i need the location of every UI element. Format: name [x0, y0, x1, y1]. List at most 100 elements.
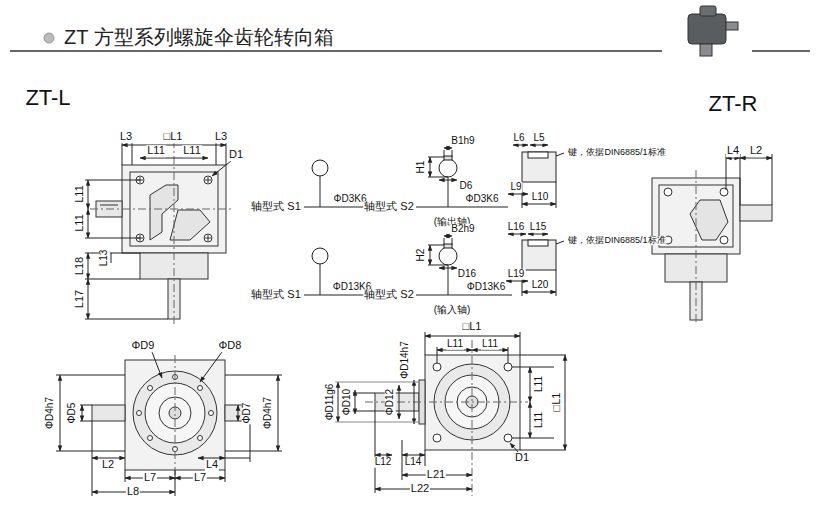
model-name: ZT-L	[24, 86, 71, 109]
dimension-label: D6	[459, 181, 474, 192]
dimension-label: L4	[726, 145, 740, 157]
gearbox-side-view-left-part-part	[140, 158, 208, 159]
page-title: ZT 方型系列螺旋伞齿轮转向箱	[64, 26, 334, 48]
gearbox-front-view-part-part	[82, 405, 83, 421]
dimension-label: ΦD4h7	[45, 396, 56, 430]
keyway-detail-part	[530, 145, 548, 146]
dimension-label: ΦD10	[342, 388, 353, 416]
product-photo-part	[726, 22, 738, 30]
gearbox-top-view-part	[335, 332, 566, 493]
dimension-label: ΦD11g6	[325, 383, 336, 422]
shaft-type-input-part	[439, 247, 457, 265]
shaft-type-output-part	[430, 157, 431, 177]
gearbox-top-view-part-part	[520, 355, 566, 356]
gearbox-side-view-left-part-part	[216, 140, 217, 165]
header-decoration-part	[10, 50, 662, 52]
dimension-label: 轴型式 S1	[250, 289, 302, 301]
dimension-label: 轴型式 S2	[363, 289, 415, 301]
gearbox-front-view-part-part	[209, 411, 214, 416]
shaft-type-input-part	[312, 248, 328, 264]
gearbox-side-view-right-part-part	[726, 158, 740, 159]
gearbox-front-view-part-part	[152, 352, 162, 378]
dimension-label: ΦD5	[67, 402, 78, 425]
gearbox-front-view-part-part	[175, 470, 176, 496]
gearbox-side-view-left-part-part	[88, 180, 89, 209]
keyway-detail-part	[528, 152, 548, 158]
product-photo	[688, 6, 738, 56]
dimension-label: L10	[531, 192, 550, 203]
gearbox-top-view-part-part	[425, 450, 426, 466]
dimension-label: L11	[534, 375, 545, 393]
shaft-type-output-part	[320, 176, 321, 207]
dimension-label: L11	[481, 339, 499, 350]
shaft-type-output-part	[439, 180, 457, 181]
shaft-type-output	[304, 148, 508, 207]
dimension-label: ΦD8	[218, 340, 243, 352]
shaft-type-output-part	[448, 177, 449, 207]
keyway-detail-part	[528, 240, 548, 246]
gearbox-front-view-part-part	[148, 386, 153, 391]
dimension-label: L19	[507, 269, 526, 280]
gearbox-top-view-part-part	[508, 347, 509, 363]
gearbox-side-view-left-part-part	[85, 279, 140, 280]
gearbox-side-view-right-part-part	[664, 188, 672, 196]
dimension-label: L22	[410, 483, 430, 495]
dimension-label: L3	[214, 131, 228, 143]
gearbox-top-view-part-part	[414, 380, 415, 424]
keyway-detail-part	[528, 234, 548, 235]
gearbox-side-view-left-part-part	[132, 140, 133, 165]
dimension-label: ΦD4h7	[263, 396, 274, 430]
shaft-type-output-part	[444, 148, 452, 149]
gearbox-side-view-right-part	[726, 154, 772, 205]
keyway-detail-part	[556, 270, 557, 296]
shaft-type-output-part	[312, 160, 328, 176]
gearbox-side-view-left-part-part	[88, 253, 89, 279]
gearbox-top-view-part-part	[520, 332, 521, 355]
gearbox-side-view-left-part-part	[122, 140, 123, 165]
gearbox-front-view	[56, 352, 282, 496]
gearbox-top-view-part-part	[375, 411, 376, 493]
keyway-detail-part	[522, 204, 556, 205]
dimension-label: (输入轴)	[433, 305, 472, 316]
dimension-label: □L1	[163, 131, 184, 143]
keyway-detail-part	[508, 194, 528, 195]
shaft-type-input-part	[416, 295, 512, 296]
gearbox-side-view-left	[85, 140, 234, 325]
gearbox-front-view-part-part	[225, 458, 250, 459]
gearbox-front-view-part-part	[198, 386, 203, 391]
gearbox-top-view-part-part	[510, 443, 518, 452]
dimension-label: L18	[74, 256, 86, 276]
gearbox-side-view-right-part-part	[720, 188, 728, 196]
gearbox-top-view-part-part	[402, 440, 403, 480]
gearbox-front-view-part-part	[137, 411, 142, 416]
dimension-label: B2h9	[450, 224, 475, 235]
gearbox-side-view-left-part	[85, 140, 231, 319]
dimension-label: 键，依据DIN6885/1标准	[567, 236, 666, 245]
shaft-type-input-part	[444, 236, 452, 237]
gearbox-side-view-left-part-part	[88, 279, 89, 319]
gearbox-side-view-right-part-part	[726, 154, 727, 190]
shaft-type-input-part	[444, 238, 445, 245]
dimension-label: ΦD9	[131, 340, 156, 352]
gearbox-top-view-part-part	[335, 422, 419, 423]
dimension-label: L11	[182, 145, 202, 157]
dimension-label: L9	[509, 182, 522, 193]
gearbox-front-view-part-part	[148, 436, 153, 441]
gearbox-side-view-right-part	[740, 205, 772, 221]
dimension-label: ΦD14h7	[400, 340, 411, 379]
keyway-detail-part	[556, 153, 564, 156]
keyway-detail-part	[506, 281, 528, 282]
dimension-label: ΦD12	[385, 388, 396, 416]
shaft-type-input-part	[439, 268, 457, 269]
gearbox-side-view-left-part-part	[85, 180, 140, 181]
dimension-label: L8	[126, 486, 140, 498]
dimension-label: L11	[146, 145, 166, 157]
gearbox-top-view-part-part	[433, 434, 441, 442]
dimension-label: L7	[143, 472, 157, 484]
gearbox-front-view-part-part	[80, 405, 92, 406]
gearbox-front-view-part	[56, 352, 282, 496]
product-photo-part	[688, 14, 726, 44]
gearbox-side-view-left-part	[174, 140, 175, 325]
header-decoration-part	[44, 33, 54, 43]
dimension-label: □L1	[462, 321, 483, 333]
